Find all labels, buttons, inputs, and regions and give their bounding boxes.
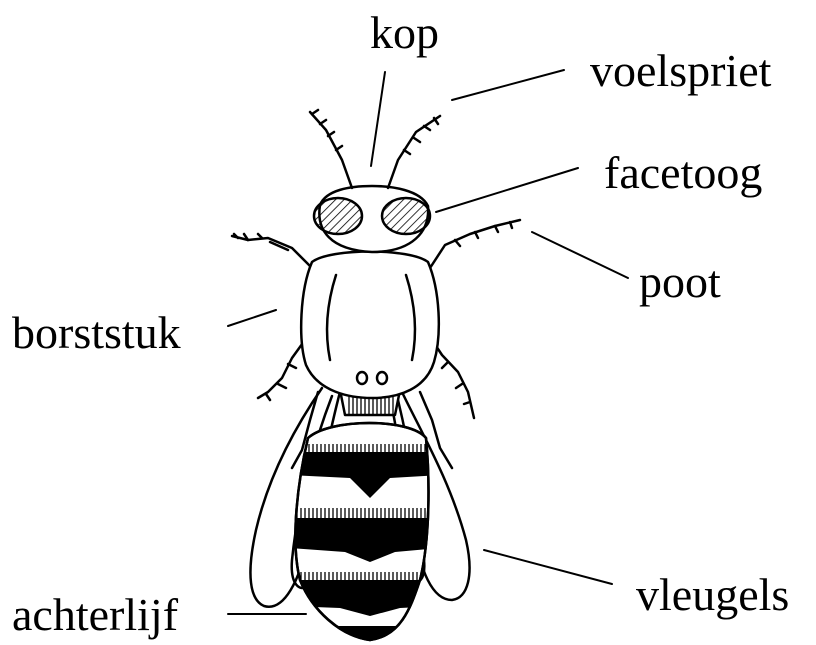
- antenna-left: [310, 112, 352, 188]
- label-facetoog: facetoog: [604, 150, 762, 196]
- antenna-right: [388, 116, 440, 188]
- pointer-poot: [532, 232, 628, 278]
- label-kop: kop: [370, 10, 439, 56]
- leg-front-left: [232, 236, 312, 268]
- pointer-vleugels: [484, 550, 612, 584]
- leg-mid-left: [258, 340, 305, 398]
- leg-mid-right: [432, 340, 474, 418]
- compound-eye-right: [382, 198, 430, 234]
- pointer-facetoog: [436, 168, 578, 212]
- pointer-borststuk: [228, 310, 276, 326]
- thorax: [301, 252, 439, 399]
- label-voelspriet: voelspriet: [590, 48, 771, 94]
- label-borststuk: borststuk: [12, 310, 181, 356]
- pointer-voelspriet: [452, 70, 564, 100]
- leg-front-right: [430, 220, 520, 268]
- label-poot: poot: [639, 259, 721, 305]
- pointer-kop: [371, 72, 385, 166]
- compound-eye-left: [314, 198, 362, 234]
- bee-drawing: [228, 70, 628, 645]
- label-vleugels: vleugels: [636, 572, 789, 618]
- label-achterlijf: achterlijf: [12, 592, 178, 638]
- abdomen: [290, 423, 440, 645]
